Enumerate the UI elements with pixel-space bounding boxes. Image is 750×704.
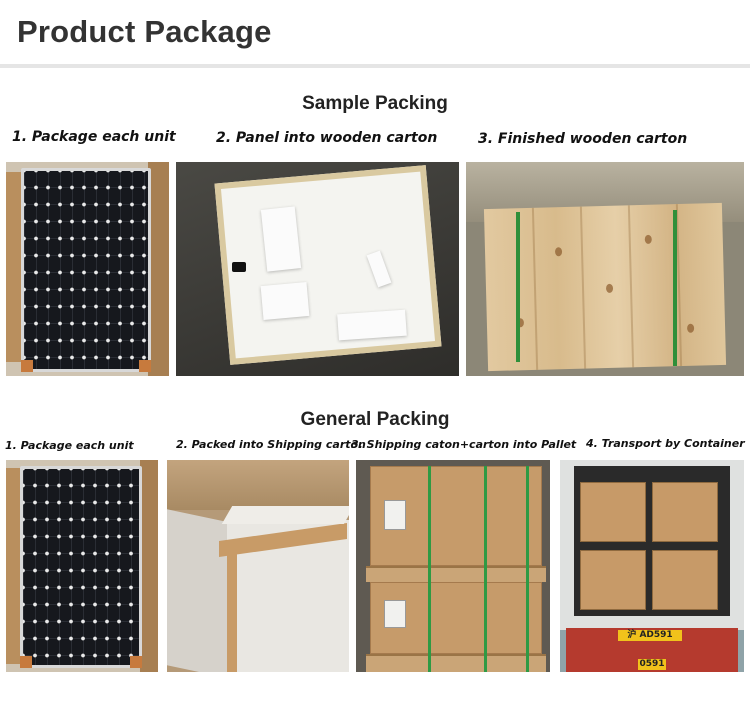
pallet-photo — [356, 460, 550, 672]
shipping-carton-photo — [167, 460, 349, 672]
solar-panel-photo — [6, 162, 169, 376]
page-title: Product Package — [17, 14, 272, 49]
general-caption-3: 3. Shipping caton+carton into Pallet — [351, 438, 577, 451]
general-caption-4: 4. Transport by Container — [586, 437, 745, 450]
solar-panel-photo-2 — [6, 460, 158, 672]
sample-packing-title: Sample Packing — [302, 93, 448, 114]
header-divider — [0, 64, 750, 68]
sample-caption-1: 1. Package each unit — [12, 129, 176, 145]
page-header: Product Package — [0, 0, 750, 64]
general-packing-title: General Packing — [300, 409, 450, 430]
wooden-crate-photo — [176, 162, 459, 376]
sample-caption-3: 3. Finished wooden carton — [478, 131, 688, 147]
truck-plate: 0591 — [638, 659, 666, 670]
container-photo: 沪 AD591 0591 — [560, 460, 744, 672]
sample-caption-2: 2. Panel into wooden carton — [216, 130, 438, 146]
container-plate-top: 沪 AD591 — [618, 630, 682, 641]
general-caption-2: 2. Packed into Shipping carton — [176, 438, 366, 451]
plywood-carton-photo — [466, 162, 744, 376]
general-caption-1: 1. Package each unit — [5, 439, 134, 452]
